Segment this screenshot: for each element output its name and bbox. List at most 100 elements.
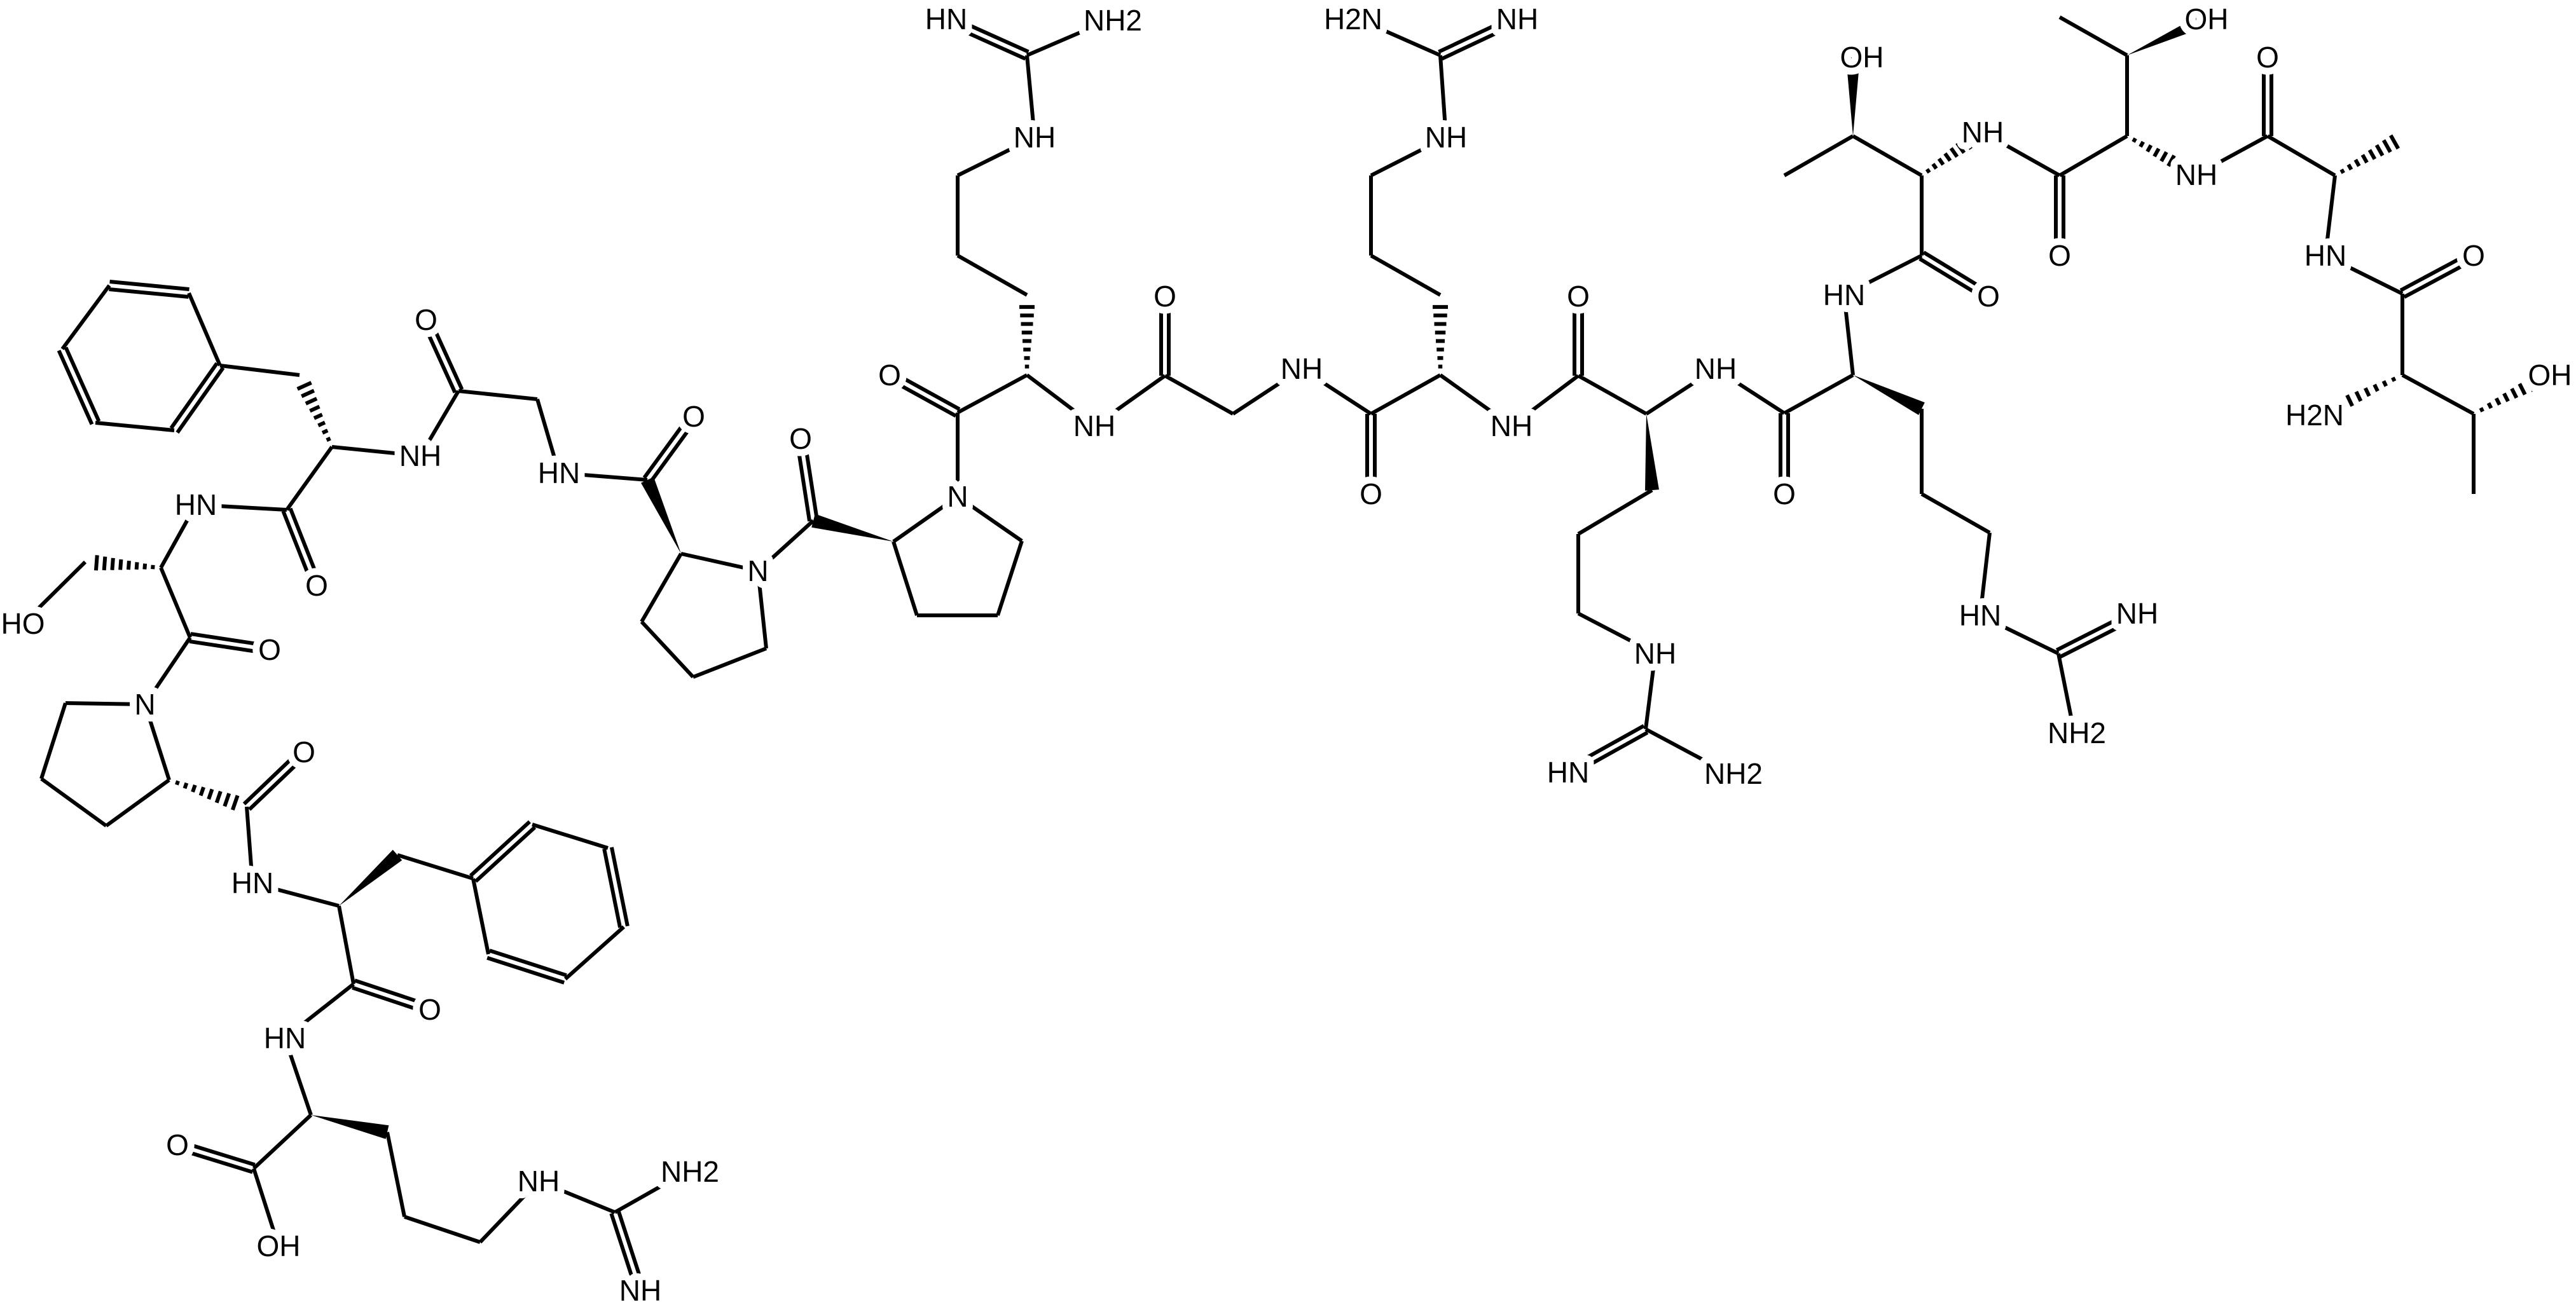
single-bond — [1510, 374, 1580, 428]
single-bond — [1370, 254, 1442, 297]
single-bond — [418, 390, 460, 457]
single-bond — [558, 471, 648, 482]
single-bond — [640, 552, 683, 623]
double-bond — [2399, 250, 2477, 299]
wedge-bond — [311, 1115, 389, 1139]
single-bond — [892, 541, 919, 616]
double-bond — [2054, 175, 2065, 256]
single-bond — [2056, 653, 2076, 734]
double-bond — [609, 1210, 646, 1292]
atom-label: O — [1154, 280, 1176, 313]
single-bond — [39, 702, 67, 779]
atom-label: NH — [1634, 637, 1676, 670]
single-bond — [1979, 613, 2060, 655]
single-bond — [337, 905, 355, 985]
single-bond — [1093, 374, 1166, 428]
single-bond — [283, 1037, 313, 1116]
single-bond — [397, 853, 474, 880]
single-bond — [478, 1179, 541, 1244]
single-bond — [1783, 134, 1854, 177]
single-bond — [956, 495, 1023, 543]
single-bond — [756, 519, 815, 573]
double-bond — [944, 13, 1030, 61]
double-bond — [420, 317, 464, 393]
atom-label: HN — [1547, 756, 1589, 789]
atom-label: N — [947, 480, 968, 513]
double-bond — [886, 370, 961, 418]
atom-label: O — [789, 422, 812, 455]
double-bond — [1918, 250, 1992, 301]
single-bond — [756, 570, 768, 649]
wedge-bond — [640, 477, 681, 554]
single-bond — [385, 1132, 406, 1217]
atom-label: O — [166, 1128, 189, 1161]
single-bond — [2324, 254, 2404, 296]
single-bond — [143, 636, 192, 706]
atom-label: NH — [399, 439, 441, 472]
single-bond — [21, 560, 87, 626]
atom-label: N — [134, 688, 155, 721]
wedge-bond — [2127, 12, 2210, 55]
hash-bond — [2327, 376, 2397, 417]
atom-label: NH2 — [2048, 716, 2106, 749]
single-bond — [1164, 374, 1234, 416]
double-bond — [242, 748, 308, 811]
atom-label: NH — [1491, 409, 1533, 442]
hash-bond — [93, 555, 155, 571]
double-bond — [2262, 57, 2273, 136]
single-bond — [537, 1179, 616, 1214]
atom-label: O — [415, 303, 437, 336]
atom-label: O — [878, 359, 901, 392]
atom-label: NH2 — [661, 1155, 719, 1188]
double-bond — [2055, 608, 2140, 659]
atom-label: O — [258, 633, 281, 666]
double-bond — [1779, 413, 1790, 494]
single-bond — [1577, 488, 1653, 536]
single-bond — [996, 540, 1024, 616]
single-bond — [40, 777, 107, 828]
single-bond — [1438, 55, 1448, 138]
single-bond — [219, 364, 300, 377]
hash-bond — [1019, 305, 1035, 369]
single-bond — [159, 566, 192, 639]
double-bond — [1573, 296, 1584, 376]
single-bond — [285, 446, 334, 511]
single-bond — [1920, 492, 1991, 535]
single-bond — [159, 503, 198, 569]
single-bond — [1843, 254, 1923, 297]
single-bond — [1577, 374, 1648, 416]
atom-label: HN — [264, 1022, 306, 1055]
atom-label: OH — [2528, 359, 2572, 392]
double-bond — [109, 280, 189, 299]
atom-label: HN — [2304, 239, 2346, 272]
single-bond — [1714, 367, 1786, 415]
atom-label: O — [1567, 280, 1590, 313]
atom-label: O — [1977, 280, 2000, 313]
single-bond — [956, 135, 1036, 177]
atom-label: O — [2048, 239, 2071, 272]
single-bond — [1439, 373, 1513, 428]
single-bond — [692, 647, 768, 679]
single-bond — [1357, 17, 1442, 57]
single-bond — [1370, 135, 1447, 177]
double-bond — [1565, 724, 1649, 777]
atom-label: NH — [2116, 597, 2158, 630]
single-bond — [1370, 373, 1442, 416]
single-bond — [1978, 532, 1992, 616]
single-bond — [252, 1113, 313, 1170]
atom-label: O — [293, 736, 315, 769]
single-bond — [1026, 373, 1096, 428]
single-bond — [680, 552, 759, 573]
atom-label: NH — [1281, 352, 1323, 385]
single-bond — [532, 823, 609, 850]
atom-label: NH — [2175, 158, 2217, 191]
single-bond — [105, 778, 170, 828]
single-bond — [1577, 612, 1656, 655]
single-bond — [1783, 373, 1854, 415]
atom-label: O — [2462, 239, 2485, 272]
atom-label: OH — [257, 1229, 301, 1263]
double-bond — [1159, 296, 1171, 376]
single-bond — [1026, 18, 1110, 57]
atom-label: HN — [925, 3, 967, 36]
